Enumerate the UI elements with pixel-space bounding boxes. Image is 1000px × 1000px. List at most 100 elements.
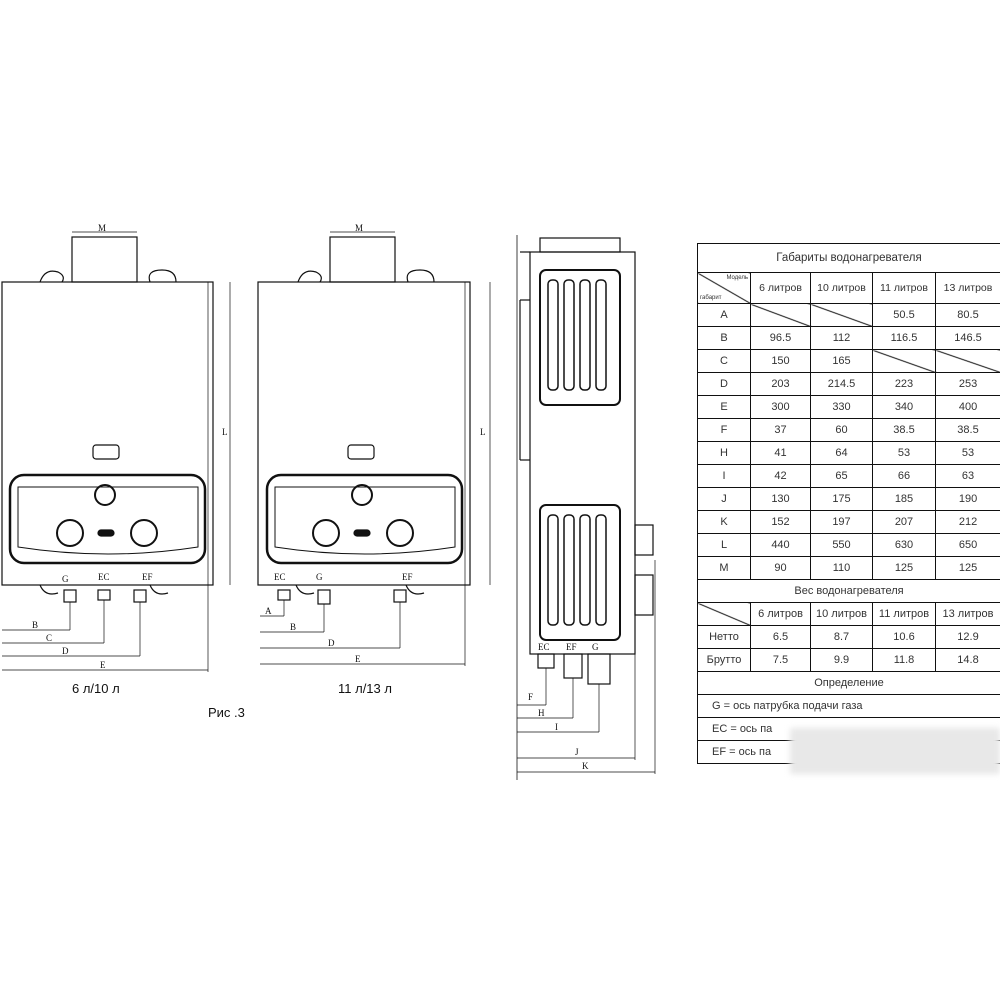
row-key: M <box>697 556 751 580</box>
table-cell: 146.5 <box>934 326 1000 350</box>
figure-label: Рис .3 <box>208 705 245 720</box>
dim-label: B <box>290 622 296 632</box>
table-cell: 42 <box>750 464 811 488</box>
dim-label: EF <box>402 572 413 582</box>
table-cell: 125 <box>872 556 936 580</box>
dim-label: G <box>316 572 323 582</box>
table-cell: 150 <box>750 349 811 373</box>
dim-label: K <box>582 761 589 771</box>
dim-label: M <box>98 223 106 233</box>
column-header: 11 литров <box>872 602 936 626</box>
table-cell: 214.5 <box>810 372 873 396</box>
dim-label: I <box>555 722 558 732</box>
table-cell: 440 <box>750 533 811 557</box>
caption-large: 11 л/13 л <box>338 681 392 696</box>
dim-label: E <box>100 660 106 670</box>
row-key: F <box>697 418 751 442</box>
dim-label: H <box>538 708 545 718</box>
table-cell: 203 <box>750 372 811 396</box>
row-key: I <box>697 464 751 488</box>
row-key: K <box>697 510 751 534</box>
table-cell: 10.6 <box>872 625 936 649</box>
dim-label: D <box>62 646 69 656</box>
dim-label: G <box>592 642 599 652</box>
table-title: Вес водонагревателя <box>696 579 1000 603</box>
table-cell: 207 <box>872 510 936 534</box>
table-cell: 14.8 <box>934 648 1000 672</box>
column-header: 11 литров <box>872 272 936 304</box>
row-key: D <box>697 372 751 396</box>
definition-item: G = ось патрубка подачи газа <box>696 694 1000 718</box>
dim-label: EF <box>566 642 577 652</box>
table-cell: 300 <box>750 395 811 419</box>
row-key: A <box>697 303 751 327</box>
column-header: 6 литров <box>750 272 811 304</box>
table-cell: 253 <box>934 372 1000 396</box>
table-cell: 197 <box>810 510 873 534</box>
table-cell: 212 <box>934 510 1000 534</box>
table-cell: 80.5 <box>934 303 1000 327</box>
row-key: C <box>697 349 751 373</box>
table-cell: 116.5 <box>872 326 936 350</box>
row-key: H <box>697 441 751 465</box>
table-cell: 96.5 <box>750 326 811 350</box>
table-cell: 41 <box>750 441 811 465</box>
column-header: 10 литров <box>810 272 873 304</box>
column-header: 13 литров <box>934 272 1000 304</box>
table-cell: 190 <box>934 487 1000 511</box>
definition-row: G = ось патрубка подачи газа <box>696 694 1000 718</box>
table-cell: 50.5 <box>872 303 936 327</box>
table-cell: 125 <box>934 556 1000 580</box>
dim-label: EC <box>98 572 110 582</box>
row-key: E <box>697 395 751 419</box>
table-cell: 165 <box>810 349 873 373</box>
row-key: Брутто <box>697 648 751 672</box>
column-header: 6 литров <box>750 602 811 626</box>
table-cell: 650 <box>934 533 1000 557</box>
table-cell: 175 <box>810 487 873 511</box>
dim-label: E <box>355 654 361 664</box>
column-header: 10 литров <box>810 602 873 626</box>
row-key: Нетто <box>697 625 751 649</box>
table-cell: 400 <box>934 395 1000 419</box>
table-cell: 63 <box>934 464 1000 488</box>
table-cell: 37 <box>750 418 811 442</box>
dim-label: G <box>62 574 69 584</box>
dim-label: L <box>480 427 486 437</box>
table-title: Габариты водонагревателя <box>696 243 1000 273</box>
front-view-small <box>1 231 231 672</box>
table-cell: 60 <box>810 418 873 442</box>
table-cell: 38.5 <box>872 418 936 442</box>
table-cell: 550 <box>810 533 873 557</box>
table-cell <box>750 303 811 327</box>
table-cell: 110 <box>810 556 873 580</box>
table-cell: 9.9 <box>810 648 873 672</box>
dim-label: J <box>575 747 579 757</box>
dim-label: F <box>528 692 533 702</box>
dim-label: A <box>265 606 272 616</box>
definitions-title-row: Определение <box>696 671 1000 695</box>
table-cell: 330 <box>810 395 873 419</box>
blurred-watermark <box>790 728 1000 774</box>
table-cell: 6.5 <box>750 625 811 649</box>
table-cell: 630 <box>872 533 936 557</box>
front-view-large <box>257 231 491 666</box>
row-key: L <box>697 533 751 557</box>
dimensions-title-row: Габариты водонагревателя <box>696 243 1000 273</box>
table-cell: 53 <box>872 441 936 465</box>
side-view <box>516 235 656 780</box>
